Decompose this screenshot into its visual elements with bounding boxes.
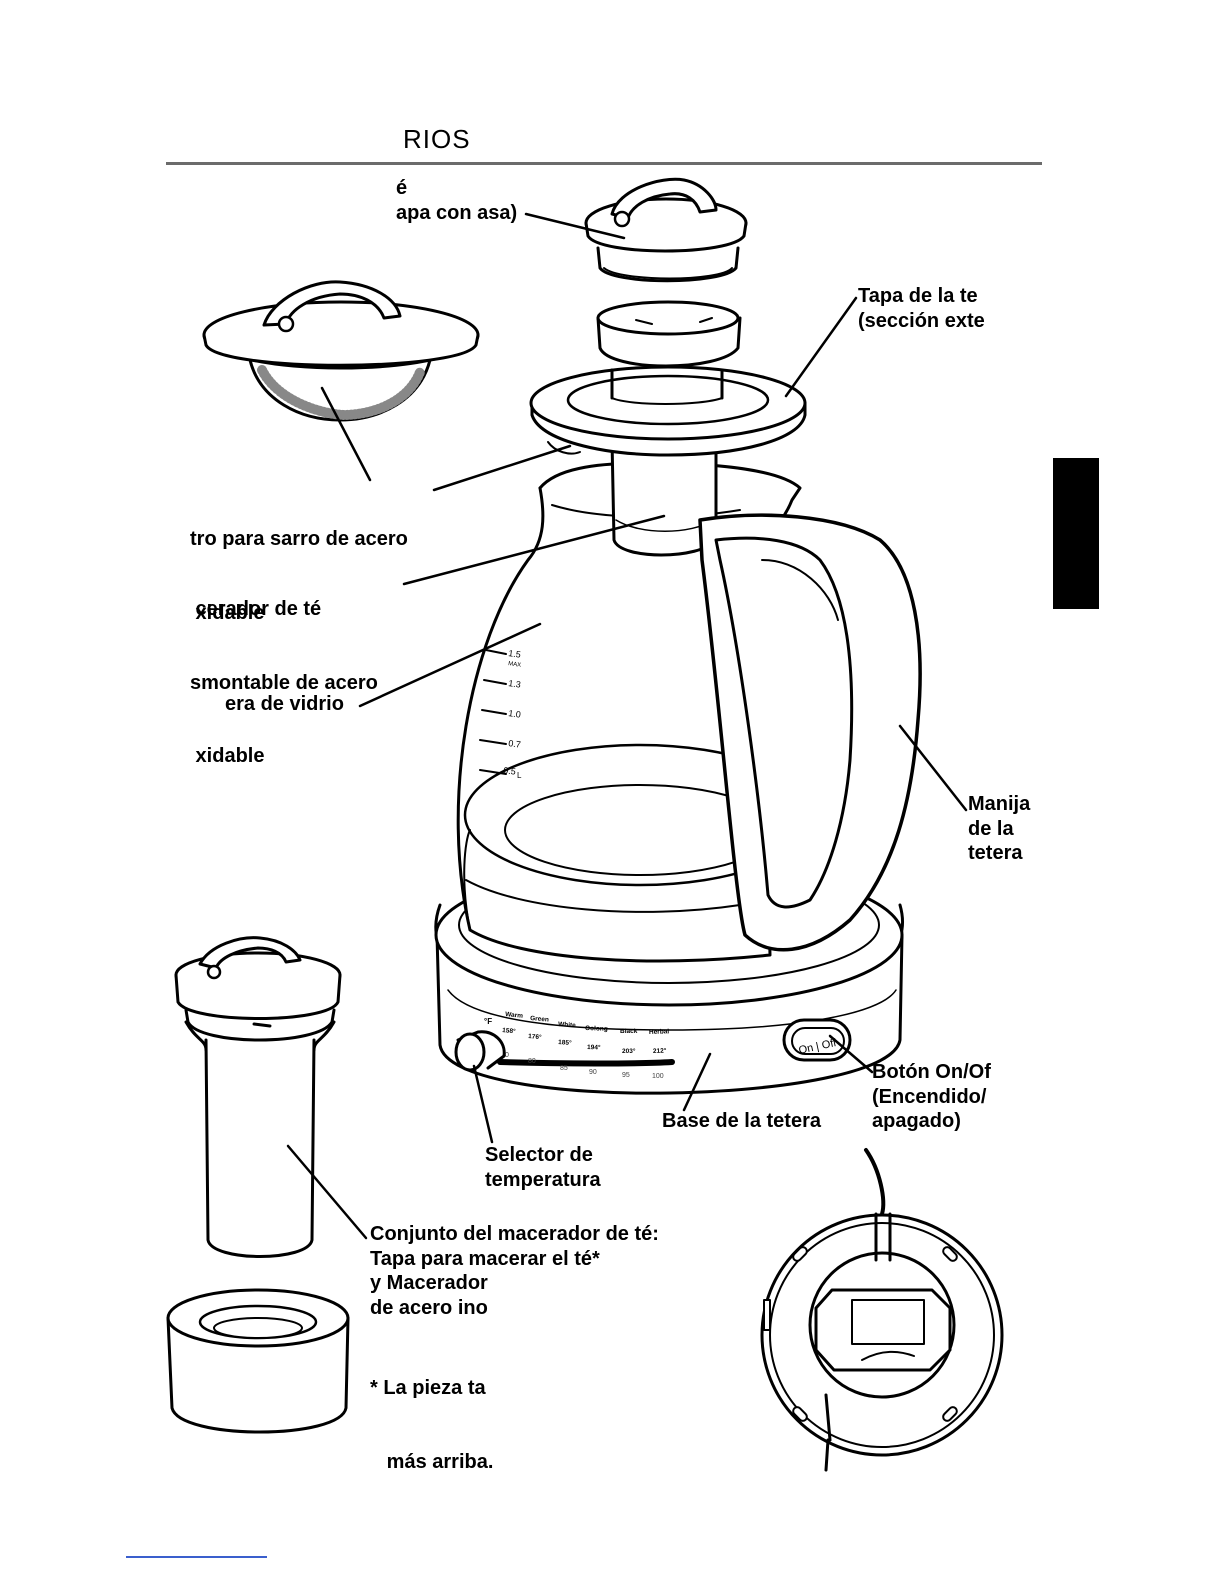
label-infuser-lid: é apa con asa)	[396, 176, 517, 225]
volume-mark-unit: L	[517, 771, 522, 780]
temp-f-185: 185°	[558, 1038, 572, 1047]
label-kettle-handle: Manija de la tetera	[968, 792, 1030, 866]
temp-f-158: 158°	[502, 1026, 517, 1035]
unit-fahrenheit: °F	[484, 1017, 492, 1026]
temp-c-90: 90	[589, 1069, 597, 1076]
label-steeper-assembly: Conjunto del macerador de té: Tapa para …	[370, 1222, 659, 1320]
temp-c-95: 95	[622, 1072, 630, 1079]
tea-steeper-assembly-icon	[176, 938, 340, 1257]
tea-type-black: Black	[620, 1028, 638, 1035]
label-temperature-selector: Selector de temperatura	[485, 1143, 601, 1192]
label-glass-kettle: era de vidrio	[225, 692, 344, 717]
kettle-lid-icon	[531, 367, 805, 455]
volume-mark-0-7: 0.7	[508, 738, 522, 750]
temp-c-0: 0	[505, 1052, 509, 1059]
steeper-cup-icon	[168, 1290, 348, 1432]
volume-mark-1-3: 1.3	[508, 678, 522, 690]
volume-mark-1-5: 1.5	[508, 648, 522, 660]
temp-c-100: 100	[652, 1073, 664, 1080]
base-underside-icon	[762, 1150, 1002, 1470]
volume-mark-0-5: 0.5	[503, 765, 517, 777]
temp-c-80: 80	[528, 1058, 536, 1065]
tea-type-herbal: Herbal	[649, 1028, 670, 1036]
infuser-lid-icon	[586, 179, 746, 280]
temp-f-203: 203°	[622, 1047, 636, 1055]
label-on-off-button: Botón On/Of (Encendido/ apagado)	[872, 1060, 991, 1134]
volume-mark-1-0: 1.0	[508, 708, 522, 720]
descaling-filter-icon	[204, 282, 478, 420]
temp-f-212: 212°	[653, 1047, 667, 1055]
label-kettle-base: Base de la tetera	[662, 1109, 821, 1134]
tea-type-oolong: Oolong	[585, 1025, 608, 1033]
tea-type-white: White	[558, 1021, 577, 1029]
label-footnote: * La pieza ta más arriba.	[370, 1327, 493, 1499]
label-kettle-lid: Tapa de la te (sección exte	[858, 284, 985, 333]
label-tea-steeper: cerador de té smontable de acero xidable	[190, 548, 378, 793]
temp-f-194: 194°	[587, 1043, 601, 1051]
temp-c-85: 85	[560, 1065, 568, 1072]
temp-f-176: 176°	[528, 1032, 542, 1041]
